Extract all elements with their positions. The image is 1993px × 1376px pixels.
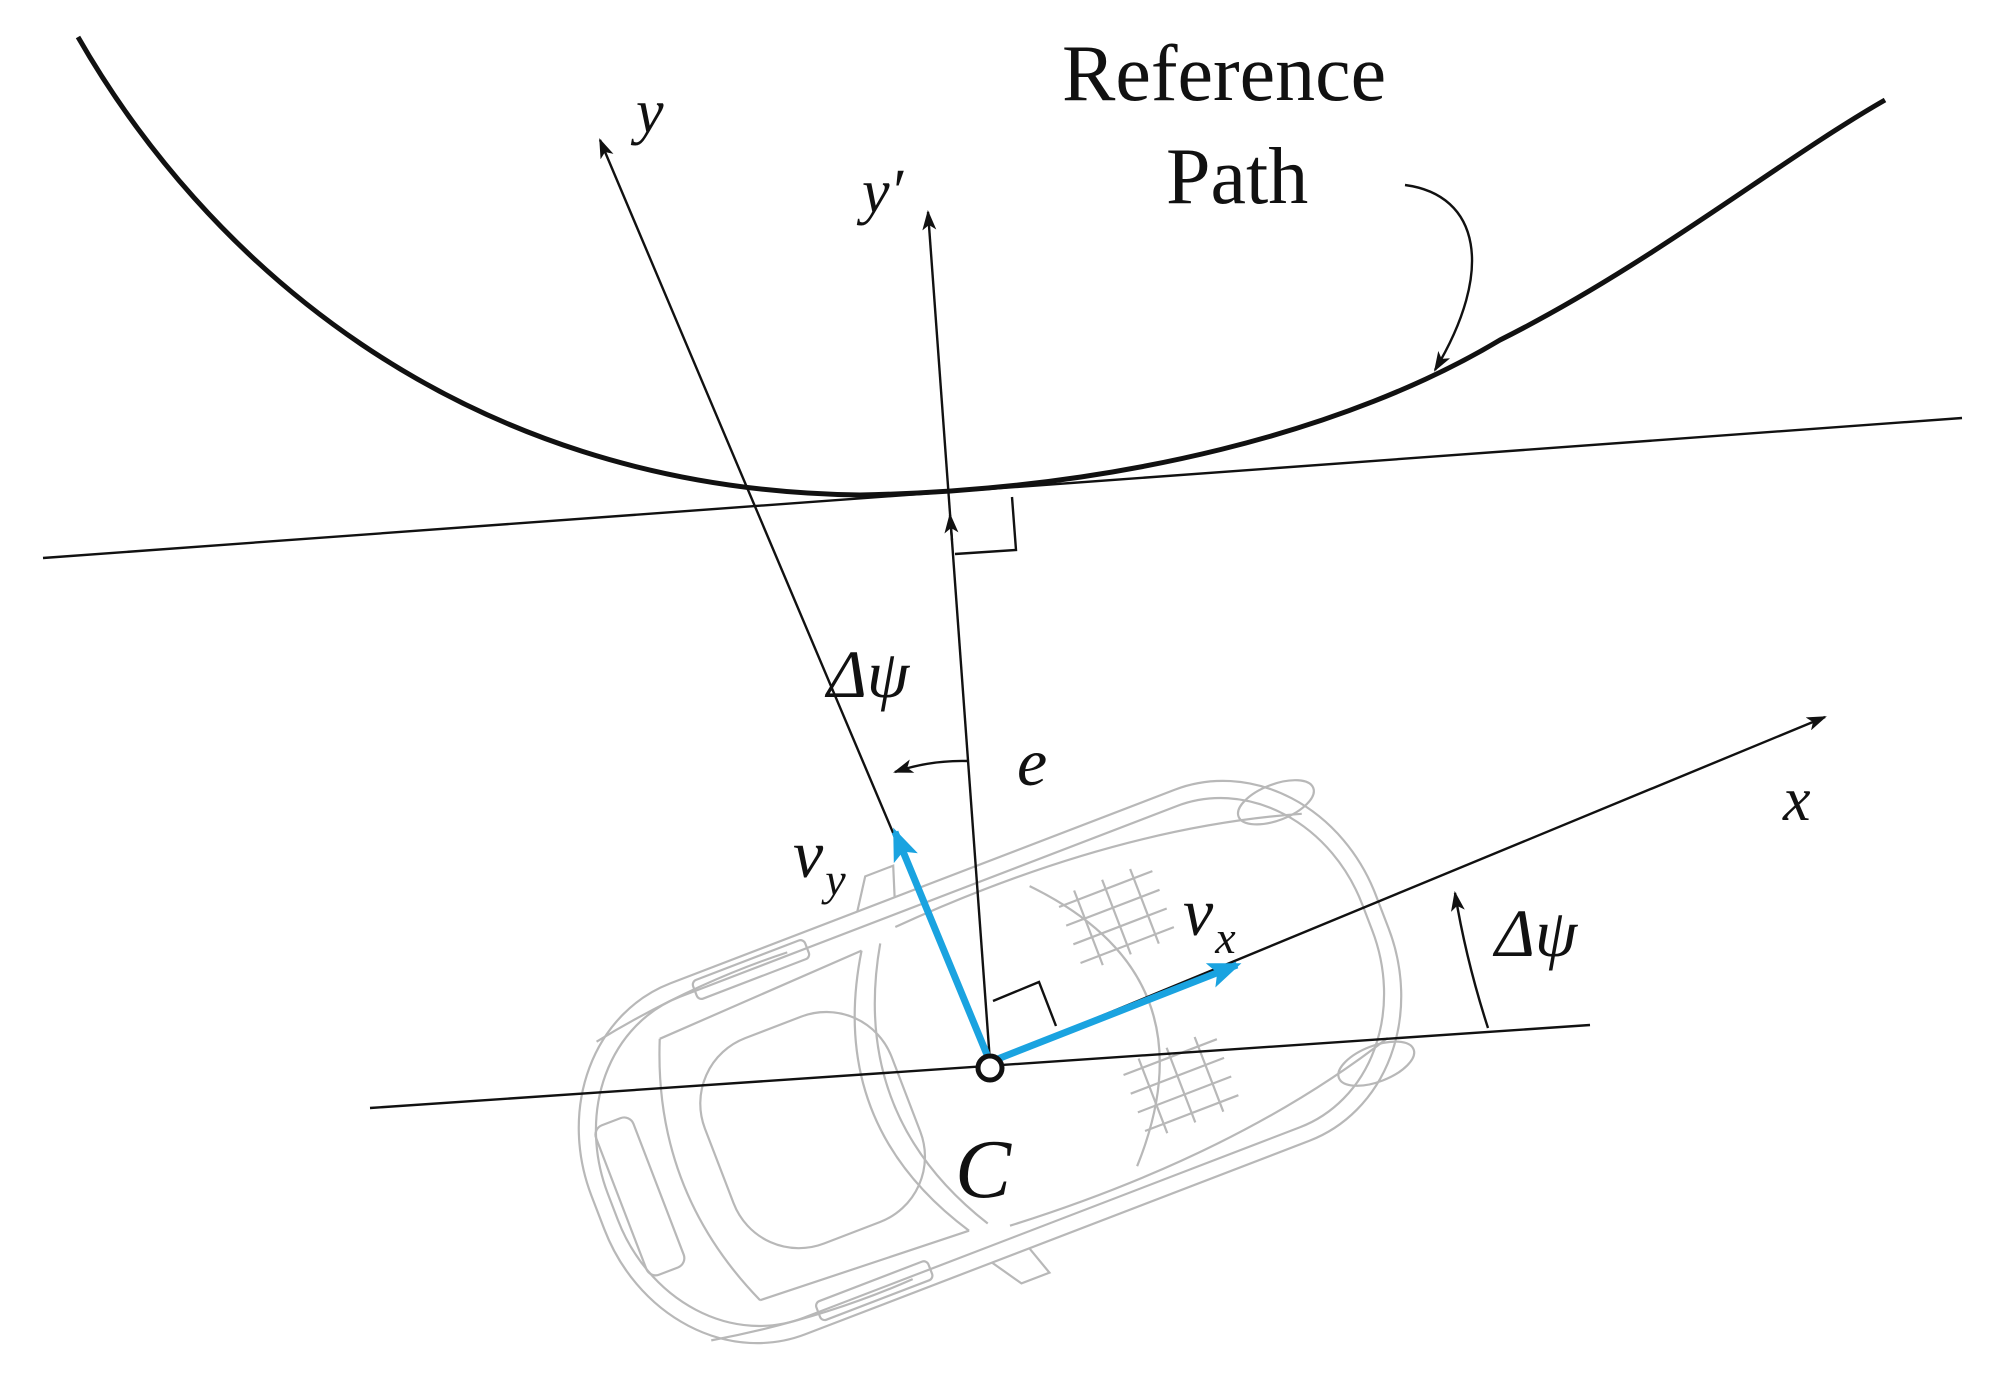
reference-label-line2: Path [1166, 133, 1308, 221]
path-tangent-line [42, 416, 1963, 560]
reference-path-curve [75, 35, 1887, 498]
label-pointer-arrow [1404, 183, 1474, 372]
velocity-x-vector [988, 961, 1242, 1066]
x-axis-label: x [1782, 766, 1811, 834]
y-axis-label: y [630, 78, 664, 146]
car-outline [577, 779, 1416, 1345]
y-prime-axis [922, 210, 992, 1063]
right-angle-marker-center [992, 980, 1058, 1027]
vx-label: vx [1183, 874, 1236, 963]
hood-vent-bottom [1123, 1036, 1239, 1134]
vy-label: vy [793, 816, 846, 905]
delta-psi-label-top: Δψ [824, 636, 911, 712]
y-prime-axis-label: y′ [856, 158, 905, 226]
reference-label-line1: Reference [1062, 30, 1386, 118]
lateral-error-label: e [1017, 724, 1047, 800]
center-of-gravity-point [975, 1053, 1005, 1083]
hood-vent-top [1058, 868, 1175, 966]
right-angle-marker-path [954, 496, 1018, 556]
center-label: C [955, 1123, 1012, 1216]
heading-error-arc-right [1451, 891, 1490, 1029]
heading-error-arc-top [893, 759, 969, 774]
delta-psi-label-right: Δψ [1492, 895, 1579, 971]
velocity-y-vector [891, 827, 994, 1064]
normal-arrow [944, 513, 959, 541]
